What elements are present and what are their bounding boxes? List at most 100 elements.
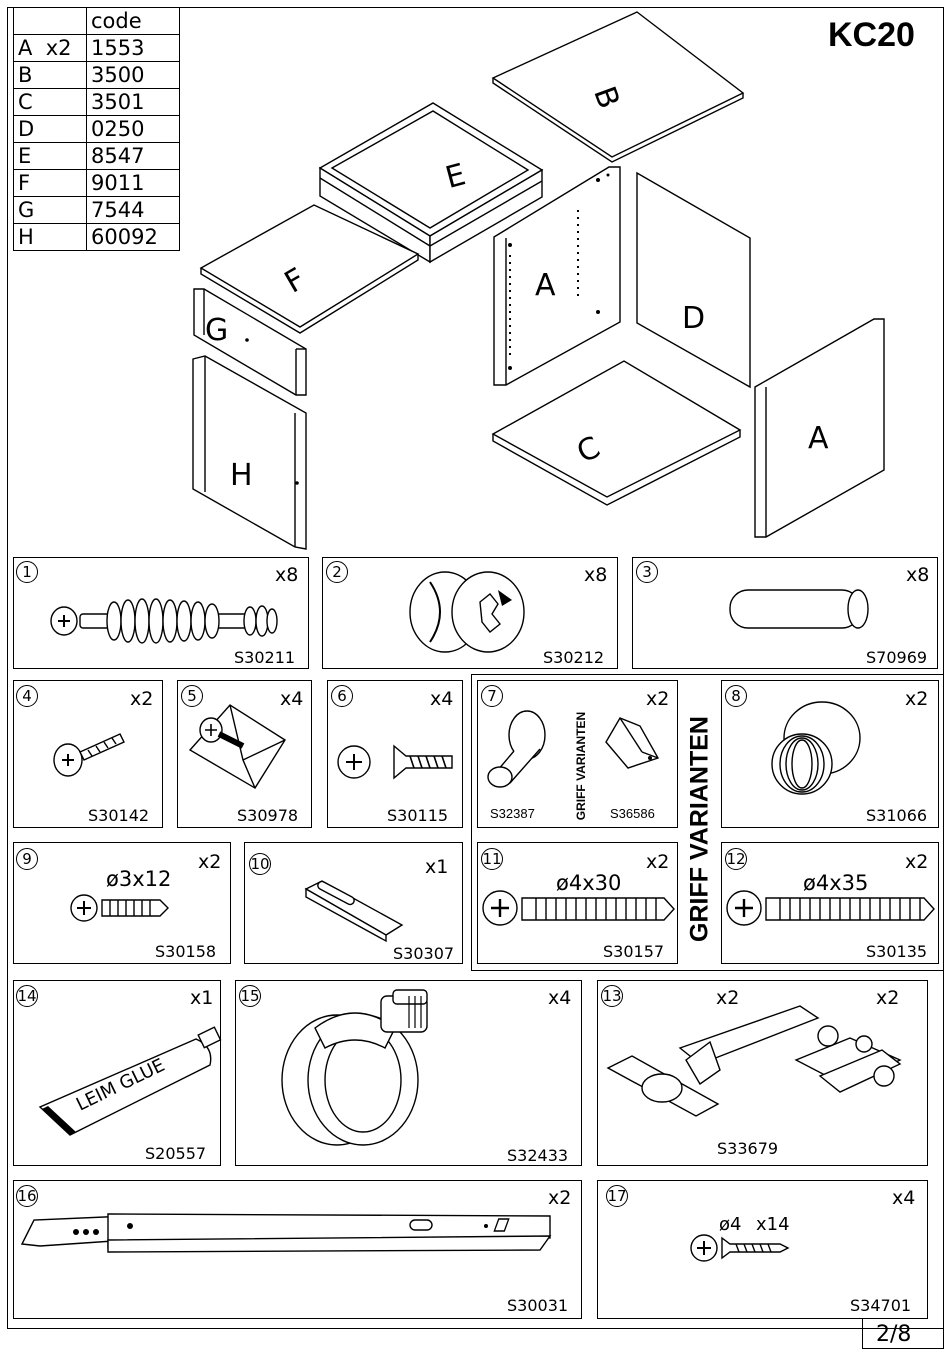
part-quantity: x2: [130, 688, 154, 710]
main-frame: [7, 7, 944, 1329]
part-box-12: [721, 842, 939, 964]
part-code: S30211: [234, 648, 296, 667]
exploded-panels-drawing: B E F G H A D C A: [192, 11, 885, 550]
model-title: KC20: [828, 16, 915, 54]
part-box-14: [13, 980, 221, 1166]
part-quantity: x2: [548, 1187, 572, 1209]
long-wood-screw-icon: [482, 890, 675, 926]
part-box-4: [13, 680, 163, 828]
table-header-row: code: [13, 7, 180, 35]
part-box-10: [244, 842, 463, 964]
corner-bracket-icon: [188, 704, 286, 789]
code-heading: code: [86, 7, 180, 35]
part-code: S30115: [387, 806, 449, 825]
table-row: H 60092: [13, 223, 180, 251]
screw-size: ø3x12: [106, 867, 172, 891]
shelf-support-icon: [304, 880, 404, 943]
part-box-8: [721, 680, 939, 828]
part-box-16: [13, 1180, 582, 1319]
part-box-5: [177, 680, 312, 828]
parts-code-table: code A x2 1553 B 3500 C 3501 D 0250 E 85…: [13, 7, 180, 251]
part-number-badge: 5: [181, 685, 203, 707]
part-quantity: x4: [892, 1187, 916, 1209]
hinge-icon: [606, 1005, 902, 1117]
wood-screw-icon: [70, 894, 169, 922]
part-quantity: x1: [190, 987, 214, 1009]
part-code: S30212: [543, 648, 605, 667]
part-number-badge: 3: [636, 561, 658, 583]
part-quantity: x4: [280, 688, 304, 710]
handle-variants-label: GRIFF VARIANTEN: [685, 716, 714, 942]
part-number-badge: 2: [326, 561, 348, 583]
part-box-2: [322, 557, 618, 669]
block-knob-icon: [605, 717, 660, 769]
page-number: 2/8: [876, 1322, 912, 1347]
part-quantity: x2: [198, 851, 222, 873]
mushroom-knob-icon: [771, 701, 861, 795]
dowel-connector-icon: [50, 598, 278, 644]
part-code: S30142: [88, 806, 150, 825]
handle-variants-label-small: GRIFF VARIANTEN: [574, 711, 588, 821]
part-code: S70969: [866, 648, 928, 667]
panel-label-a-outer: A: [808, 421, 829, 456]
part-box-11: [477, 842, 678, 964]
part-box-9: [13, 842, 231, 964]
part-code: S31066: [866, 806, 928, 825]
table-row: D 0250: [13, 115, 180, 143]
caster-wheel-icon: [281, 989, 428, 1146]
part-code: S30978: [237, 806, 299, 825]
part-code: S32433: [507, 1146, 569, 1165]
part-code: S30307: [393, 944, 455, 963]
part-code: S33679: [717, 1139, 779, 1158]
machine-screw-icon: [53, 733, 125, 777]
part-quantity: x2: [646, 851, 670, 873]
panel-label-g: G: [205, 313, 228, 348]
cam-lock-icon: [409, 571, 525, 653]
part-box-3: [632, 557, 938, 669]
part-number-badge: 16: [16, 1185, 38, 1207]
part-box-17: [597, 1180, 928, 1319]
part-quantity: x8: [275, 564, 299, 586]
part-quantity: x1: [425, 856, 449, 878]
screw-size: ø4x35: [803, 871, 869, 895]
part-quantity: x8: [906, 564, 930, 586]
part-quantity: x2: [905, 851, 929, 873]
part-number-badge: 13: [601, 985, 623, 1007]
part-code: S34701: [850, 1296, 912, 1315]
table-row: G 7544: [13, 196, 180, 224]
part-number-badge: 17: [606, 1185, 628, 1207]
part-number-badge: 12: [725, 848, 747, 870]
part-number-badge: 1: [16, 561, 38, 583]
part-quantity: x4: [430, 688, 454, 710]
page-number-box: [862, 1319, 944, 1349]
knob-code: S32387: [490, 806, 535, 821]
part-number-badge: 8: [725, 685, 747, 707]
screw-length: x14: [756, 1214, 790, 1235]
small-countersunk-screw-icon: [690, 1234, 790, 1262]
part-box-1: [13, 557, 309, 669]
part-quantity: x2: [905, 688, 929, 710]
part-number-badge: 7: [481, 685, 503, 707]
part-box-15: [235, 980, 582, 1166]
part-quantity: x2: [646, 688, 670, 710]
part-number-badge: 11: [481, 848, 503, 870]
panel-label-a-inner: A: [535, 268, 556, 303]
panel-label-h: H: [230, 458, 253, 493]
part-number-badge: 4: [16, 685, 38, 707]
part-code: S30157: [603, 942, 665, 961]
part-code: S30158: [155, 942, 217, 961]
screw-diameter: ø4: [719, 1214, 742, 1235]
part-number-badge: 15: [239, 985, 261, 1007]
part-code: S20557: [145, 1144, 207, 1163]
glue-tube-icon: LEIM GLUE: [38, 1026, 222, 1136]
part-quantity: x2: [716, 987, 740, 1009]
knob-icon: [487, 710, 546, 788]
part-code: S30135: [866, 942, 928, 961]
part-box-7: [477, 680, 678, 828]
panel-label-d: D: [682, 301, 705, 336]
drawer-slide-icon: [20, 1213, 552, 1253]
long-wood-screw-icon: [726, 890, 935, 926]
part-quantity: x8: [584, 564, 608, 586]
part-box-13: [597, 980, 928, 1166]
part-quantity: x4: [548, 987, 572, 1009]
